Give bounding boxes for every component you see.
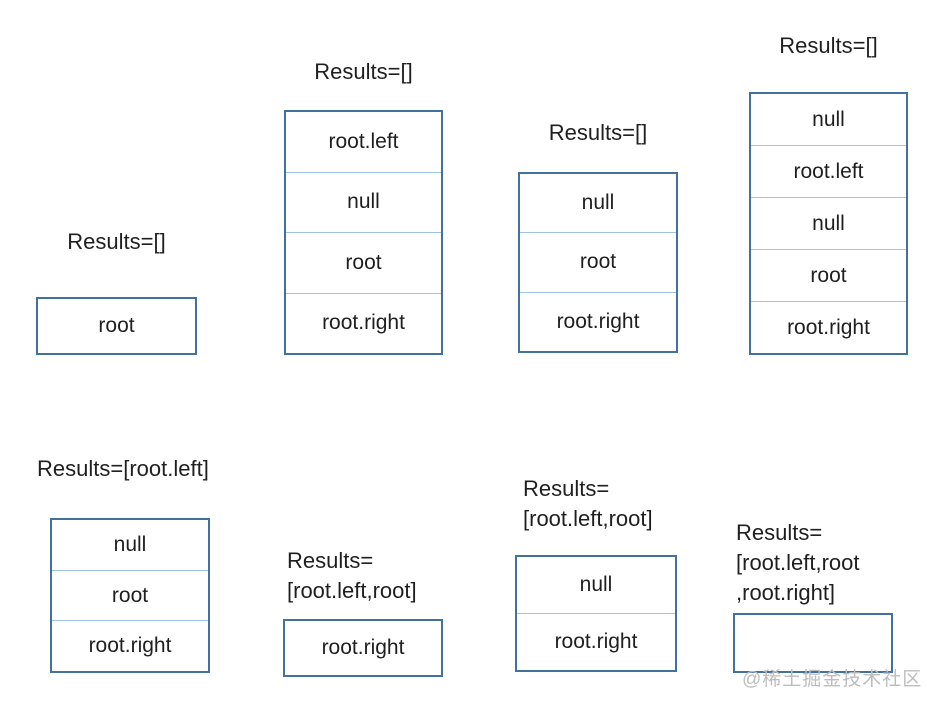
results-label: Results= [root.left,root ,root.right] <box>736 520 860 605</box>
stack-cell: root <box>751 249 906 301</box>
stack-cell: null <box>579 573 613 596</box>
stack-box: null root.right <box>515 555 677 672</box>
stack-cell: root.right <box>286 292 441 354</box>
stack-cell: root <box>98 314 135 337</box>
results-label: Results= [root.left,root] <box>287 548 417 603</box>
stack-cell: root.left <box>751 145 906 197</box>
stack-cell: root.left <box>328 129 399 153</box>
results-label: Results=[] <box>548 120 648 145</box>
stack-cell: null <box>812 107 845 131</box>
stack-cell: root.right <box>321 636 405 659</box>
stack-box: root.right <box>283 619 443 677</box>
stack-cell: root <box>520 232 676 291</box>
stack-cell: root.right <box>52 620 208 671</box>
stack-cell: root.right <box>751 301 906 353</box>
stack-cell: root <box>52 569 208 621</box>
stack-box <box>733 613 893 673</box>
stack-box: root <box>36 297 197 355</box>
stack-cell: null <box>286 171 441 233</box>
results-label: Results=[] <box>67 229 166 254</box>
results-label: Results= [root.left,root] <box>523 476 653 531</box>
stack-cell: root.right <box>517 613 675 670</box>
results-label: Results=[] <box>779 33 878 58</box>
stack-cell: root.right <box>520 291 676 351</box>
results-label: Results=[root.left] <box>37 456 209 481</box>
stack-cell: null <box>581 191 615 215</box>
stack-cell: root <box>286 232 441 293</box>
results-label: Results=[] <box>314 59 413 84</box>
stack-cell: null <box>751 197 906 249</box>
stack-cell: null <box>113 532 147 556</box>
